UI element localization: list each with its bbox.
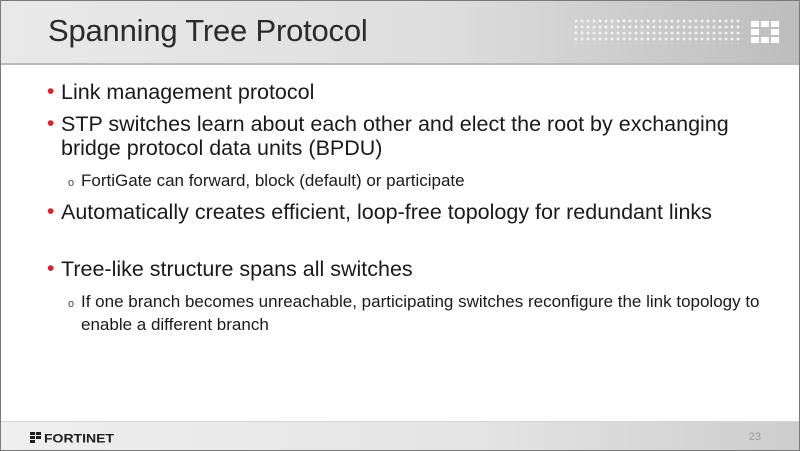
sub-bullet-marker: o: [68, 177, 75, 189]
sub-bullet-text: FortiGate can forward, block (default) o…: [81, 171, 465, 190]
bullet-marker: •: [47, 80, 55, 103]
bullet-text: Automatically creates efficient, loop-fr…: [61, 200, 712, 224]
bullet-text: STP switches learn about each other and …: [61, 112, 729, 160]
footer-brand: FORTINET: [44, 432, 115, 445]
fortinet-grid-icon: [751, 21, 779, 43]
bullet-item: • Link management protocol: [47, 80, 761, 104]
bullet-marker: •: [47, 112, 55, 135]
page-number: 23: [748, 431, 761, 443]
bullet-item: • STP switches learn about each other an…: [47, 112, 761, 160]
slide-title: Spanning Tree Protocol: [48, 13, 368, 48]
sub-bullet-marker: o: [68, 298, 75, 310]
fortinet-wordmark-icon: FORTINET: [30, 432, 115, 445]
bullet-item: • Tree-like structure spans all switches: [47, 257, 761, 281]
header-divider: [1, 63, 799, 65]
slide-footer: FORTINET 23: [1, 421, 799, 450]
bullet-marker: •: [47, 257, 55, 280]
bullet-text: Link management protocol: [61, 80, 315, 104]
sub-bullet-text: If one branch becomes unreachable, parti…: [81, 292, 760, 334]
sub-bullet-item: o FortiGate can forward, block (default)…: [68, 169, 761, 192]
sub-bullet-item: o If one branch becomes unreachable, par…: [68, 290, 761, 336]
bullet-text: Tree-like structure spans all switches: [61, 257, 413, 281]
slide-header: Spanning Tree Protocol: [1, 1, 799, 63]
bullet-marker: •: [47, 200, 55, 223]
bullet-item: • Automatically creates efficient, loop-…: [47, 200, 761, 224]
dot-pattern-decoration: [573, 18, 743, 44]
